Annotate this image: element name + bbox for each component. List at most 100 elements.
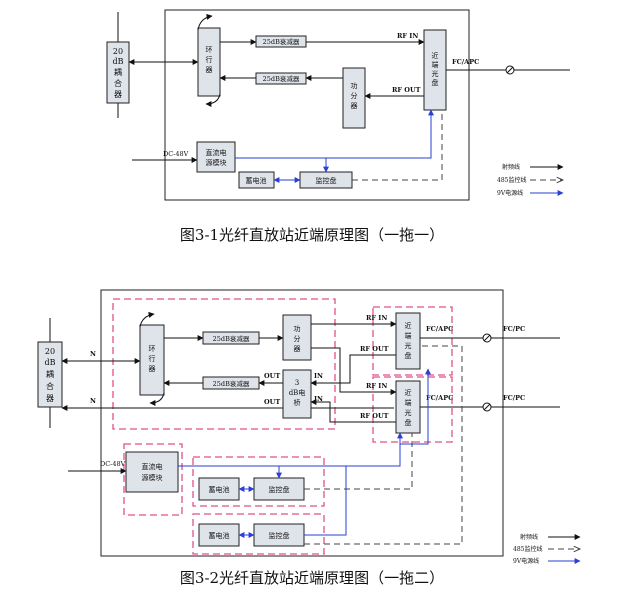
fig1-splitter-line-2: 分 — [351, 91, 358, 100]
fig2-monitor1-label: 监控盘 — [269, 485, 290, 494]
legend-rf-label: 射频线 — [502, 163, 520, 171]
fig2-circulator-line-3: 器 — [149, 365, 156, 373]
fig2-fiber-connector-icon-1 — [482, 333, 492, 343]
fig2-rf-out-2: RF OUT — [360, 412, 389, 420]
legend-2: 射频线 485监控线 9V电源线 — [513, 533, 580, 565]
fig1-power-module — [196, 141, 236, 173]
caption-figure-1: 图3-1光纤直放站近端原理图（一拖一） — [180, 226, 444, 244]
fig1-dc: DC-48V — [163, 150, 189, 158]
fig1-power-line-1: 直流电 — [206, 148, 227, 157]
fig2-fc-pc-1: FC/PC — [503, 325, 525, 333]
fig2-coupler-line-4: 合 — [46, 381, 54, 391]
fig2-splitter-line-2: 分 — [294, 334, 301, 343]
fig2-rf-out-1: RF OUT — [360, 345, 389, 353]
fig2-optical1-line-4: 盘 — [405, 351, 412, 360]
figure-1: 20 dB 耦 合 器 环 行 器 25dB衰减器 RF IN 25dB衰减器 … — [106, 9, 570, 201]
fig1-circulator-line-2: 行 — [206, 55, 213, 64]
fig2-circulator-line-2: 行 — [149, 354, 156, 363]
fig2-splitter-line-3: 器 — [294, 345, 301, 353]
fig1-monitor-label: 监控盘 — [316, 176, 337, 185]
fig1-splitter-line-3: 器 — [351, 102, 358, 110]
fig1-power-line-2: 源模块 — [206, 158, 227, 167]
fig2-monitor2-label: 监控盘 — [269, 531, 290, 540]
fig2-coupler-line-1: 20 — [45, 347, 55, 356]
figure-2: 20 dB 耦 合 器 N N 环 行 器 25dB衰减器 25dB衰减器 OU… — [37, 289, 560, 557]
fig1-coupler-line-2: dB — [113, 57, 124, 66]
fig2-power-group — [123, 443, 183, 516]
fig2-optical1-line-1: 近 — [405, 321, 412, 330]
fig2-bridge-block — [282, 369, 312, 419]
fig1-fiber-connector-icon — [505, 65, 515, 75]
fig1-coupler-line-5: 器 — [114, 90, 122, 99]
fig1-frame — [164, 9, 470, 201]
fig2-rf-in-1: RF IN — [366, 314, 387, 322]
fig1-circulator-line-3: 器 — [206, 66, 213, 74]
fig1-optical-line-2: 端 — [432, 60, 439, 69]
fig2-fiber-connector-icon-2 — [482, 402, 492, 412]
fig1-rf-out: RF OUT — [392, 86, 421, 94]
fig1-optical-line-4: 盘 — [432, 78, 439, 87]
fig2-circulator-block — [139, 324, 165, 396]
legend-ctrl-label: 485监控线 — [497, 176, 526, 184]
fig2-in-top: IN — [314, 372, 323, 380]
fig2-optical-unit-1 — [395, 312, 421, 370]
fig1-coupler-line-3: 耦 — [114, 68, 122, 77]
fig1-circulator-line-1: 环 — [206, 46, 213, 54]
fig2-circulator-line-1: 环 — [149, 345, 156, 353]
fig2-battery2-label: 蓄电池 — [209, 531, 230, 540]
fig2-n-bottom: N — [90, 397, 96, 405]
fig2-out-bottom: OUT — [264, 398, 280, 406]
legend-power-label: 9V电源线 — [497, 189, 523, 197]
fig2-optical2-line-4: 盘 — [405, 418, 412, 427]
fig2-fc-apc-2: FC/APC — [426, 394, 453, 402]
fig2-fc-pc-2: FC/PC — [503, 394, 525, 402]
fig2-coupler-line-5: 器 — [46, 394, 54, 403]
fig1-fc-apc: FC/APC — [452, 58, 479, 66]
fig2-monitor-group-1 — [192, 456, 325, 507]
fig2-out-top: OUT — [264, 372, 280, 380]
fig2-in-bottom: IN — [314, 395, 323, 403]
fig2-power-line-2: 源模块 — [142, 473, 163, 482]
fig2-optical2-line-3: 光 — [405, 408, 412, 417]
fig2-power-module — [125, 451, 179, 493]
fig2-optical-group-2 — [372, 376, 453, 443]
fig2-rf-group — [112, 298, 336, 430]
fig2-coupler-block — [37, 341, 63, 408]
fig2-splitter-line-1: 功 — [294, 324, 301, 333]
fig2-optical-group-1 — [372, 306, 453, 376]
fig2-optical-unit-2 — [395, 380, 421, 434]
fig1-battery-label: 蓄电池 — [246, 176, 267, 185]
fig2-battery1-label: 蓄电池 — [209, 485, 230, 494]
fig2-bridge-line-1: 3 — [295, 379, 299, 387]
fig2-monitor-group-2 — [192, 513, 325, 555]
fig2-splitter-block — [282, 314, 312, 361]
fig2-attenuator-top-label: 25dB衰减器 — [213, 334, 250, 343]
fig2-optical2-line-2: 端 — [405, 398, 412, 407]
legend: 射频线 485监控线 9V电源线 — [497, 163, 563, 197]
fig1-coupler-line-4: 合 — [114, 78, 122, 88]
fig2-optical1-line-3: 光 — [405, 341, 412, 350]
fig2-fc-apc-1: FC/APC — [426, 325, 453, 333]
fig2-attenuator-bottom-label: 25dB衰减器 — [213, 379, 250, 388]
fig2-coupler-line-3: 耦 — [46, 370, 54, 379]
fig2-optical1-line-2: 端 — [405, 331, 412, 340]
legend2-rf-label: 射频线 — [520, 533, 538, 541]
fig1-optical-line-3: 光 — [432, 69, 439, 78]
fig2-dc: DC-48V — [100, 460, 126, 468]
fig1-optical-line-1: 近 — [432, 51, 439, 60]
fig2-optical2-line-1: 近 — [405, 388, 412, 397]
legend2-ctrl-label: 485监控线 — [513, 545, 542, 553]
fig2-n-top: N — [90, 350, 96, 358]
fig2-bridge-line-2: dB电 — [289, 388, 306, 397]
fig1-coupler-line-1: 20 — [113, 47, 123, 56]
fig1-circulator-block — [197, 27, 221, 97]
fig2-bridge-line-3: 桥 — [294, 398, 301, 407]
fig1-attenuator-bottom-label: 25dB衰减器 — [263, 74, 300, 83]
caption-figure-2: 图3-2光纤直放站近端原理图（一拖二） — [180, 569, 444, 587]
fig2-power-line-1: 直流电 — [142, 462, 163, 471]
legend2-power-label: 9V电源线 — [513, 557, 539, 565]
fig1-attenuator-top-label: 25dB衰减器 — [263, 37, 300, 46]
fig1-rf-in: RF IN — [397, 32, 418, 40]
fig1-splitter-line-1: 功 — [351, 81, 358, 90]
fig1-coupler-block — [106, 41, 130, 104]
